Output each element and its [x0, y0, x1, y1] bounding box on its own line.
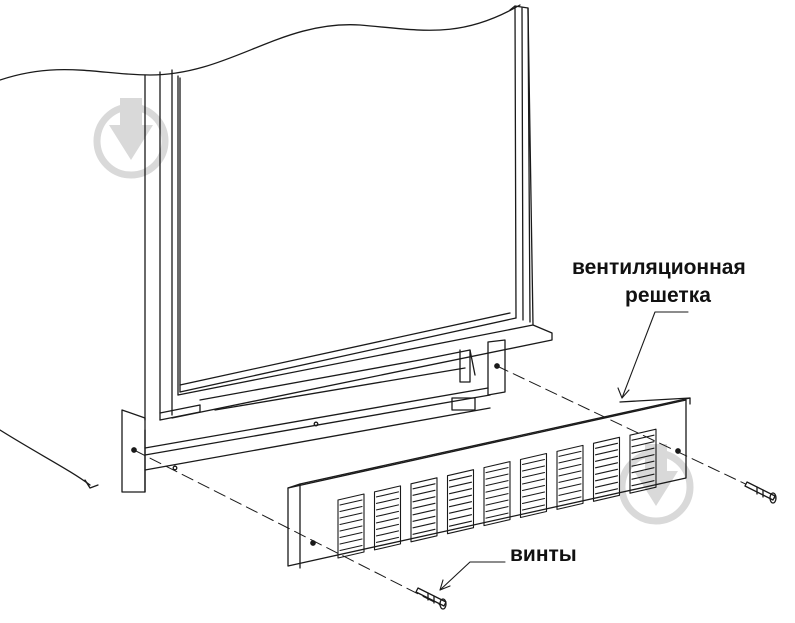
- grille-louvre: [558, 483, 582, 490]
- screw-axis-lines: [133, 365, 776, 606]
- grille-louvre: [594, 455, 619, 462]
- grille-louvre: [448, 501, 473, 508]
- grille-louvre: [339, 544, 363, 552]
- grille-louvre: [558, 450, 582, 457]
- grille-slot-column: [629, 428, 657, 494]
- grille-louvre: [375, 504, 400, 511]
- grille-louvre: [412, 489, 436, 496]
- grille-louvre: [558, 470, 582, 477]
- grille-louvre: [521, 504, 546, 511]
- grille-louvre: [412, 528, 436, 535]
- grille-louvre: [631, 447, 655, 454]
- grille-slot-column: [446, 469, 475, 535]
- grille-louvre: [558, 489, 582, 496]
- grille-louvre: [485, 493, 509, 500]
- grille-louvre: [339, 538, 363, 545]
- grille-louvre: [594, 468, 619, 475]
- grille-louvre: [631, 480, 655, 487]
- grille-louvre: [448, 488, 473, 495]
- grille-louvre: [339, 525, 363, 532]
- grille-louvre: [485, 499, 509, 506]
- cabinet-base: [121, 339, 506, 493]
- grille-louvre: [412, 522, 436, 529]
- grille-louvre: [631, 454, 655, 461]
- grille-louvre: [375, 530, 400, 537]
- grille-louvre: [375, 517, 400, 524]
- grille-louvre: [339, 518, 363, 526]
- label-screws: винты: [510, 543, 577, 566]
- grille-louvre: [448, 507, 473, 514]
- door: [144, 5, 553, 421]
- grille-louvre: [412, 515, 436, 522]
- grille-slot-column: [373, 485, 402, 551]
- grille-louvre: [631, 467, 655, 474]
- grille-louvre: [485, 486, 509, 493]
- grille-louvre: [521, 497, 546, 505]
- leader-lines: [439, 311, 689, 591]
- grille-louvre: [339, 505, 363, 513]
- grille-louvre: [339, 499, 363, 506]
- watermark-icon: [93, 98, 169, 179]
- grille-slot-column: [483, 461, 511, 527]
- grille-slot-column: [337, 493, 365, 559]
- grille-louvre: [412, 496, 436, 503]
- cabinet-body: [0, 4, 521, 489]
- grille-louvre: [375, 536, 400, 543]
- grille-slot-column: [519, 452, 548, 519]
- grille-louvre: [521, 478, 546, 485]
- grille-louvre: [594, 462, 619, 469]
- grille-louvre: [412, 483, 436, 490]
- grille-louvre: [485, 512, 509, 519]
- grille-louvre: [594, 449, 619, 456]
- grille-louvre: [631, 473, 655, 480]
- grille-louvre: [631, 434, 655, 441]
- grille-louvre: [485, 480, 509, 487]
- screw-icon: [744, 481, 777, 504]
- grille-louvre: [594, 475, 619, 482]
- grille-slot-column: [410, 477, 438, 543]
- grille-louvre: [594, 442, 619, 449]
- ventilation-grille: [287, 397, 691, 569]
- grille-louvre: [339, 512, 363, 519]
- grille-louvre: [339, 531, 363, 539]
- grille-louvre: [521, 458, 546, 466]
- grille-slot-column: [592, 436, 621, 502]
- grille-slots: [337, 428, 657, 559]
- grille-louvre: [521, 465, 546, 472]
- grille-louvre: [558, 457, 582, 464]
- grille-louvre: [594, 481, 619, 488]
- grille-louvre: [631, 460, 655, 467]
- grille-louvre: [594, 488, 619, 495]
- grille-louvre: [558, 463, 582, 470]
- grille-louvre: [485, 467, 509, 474]
- grille-louvre: [485, 506, 509, 513]
- grille-louvre: [558, 476, 582, 483]
- grille-louvre: [412, 502, 436, 509]
- grille-louvre: [375, 510, 400, 517]
- grille-louvre: [485, 473, 509, 480]
- grille-louvre: [448, 514, 473, 521]
- grille-louvre: [448, 475, 473, 482]
- grille-louvre: [448, 494, 473, 501]
- screw-icon: [415, 587, 447, 610]
- label-ventilation-grille-line1: вентиляционная: [572, 256, 746, 279]
- grille-louvre: [375, 497, 400, 504]
- grille-louvre: [448, 481, 473, 488]
- label-ventilation-grille-line2: решетка: [625, 284, 711, 307]
- grille-louvre: [412, 509, 436, 516]
- grille-louvre: [631, 441, 655, 448]
- grille-louvre: [521, 484, 546, 492]
- grille-louvre: [521, 471, 546, 479]
- grille-louvre: [375, 523, 400, 530]
- grille-louvre: [375, 491, 400, 498]
- grille-slot-column: [556, 444, 584, 510]
- grille-louvre: [521, 491, 546, 498]
- grille-louvre: [558, 496, 582, 503]
- grille-louvre: [448, 520, 473, 527]
